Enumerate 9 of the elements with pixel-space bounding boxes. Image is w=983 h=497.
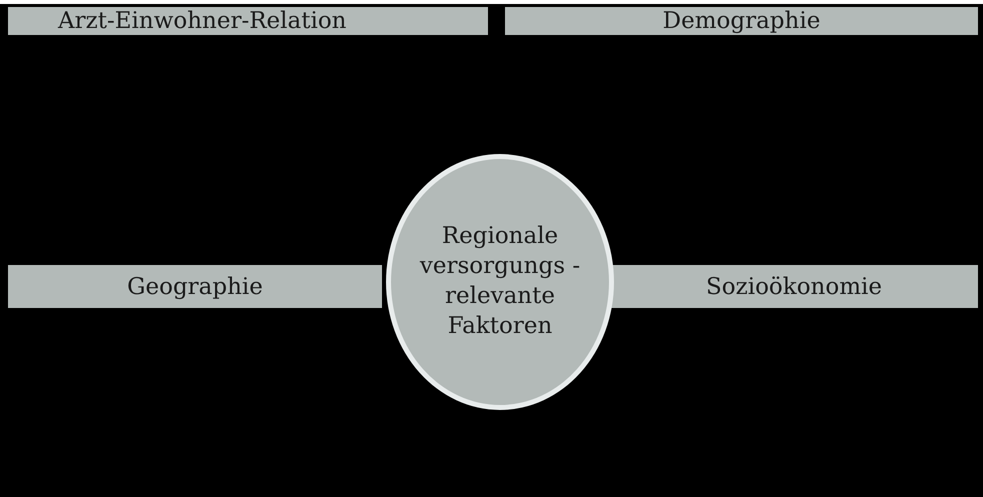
factor-label: Geographie bbox=[127, 274, 263, 300]
factor-label: Sozioökonomie bbox=[706, 274, 882, 300]
factor-bar bbox=[8, 7, 488, 35]
factor-label: Demographie bbox=[662, 8, 820, 34]
factor-bar bbox=[610, 265, 978, 308]
factor-bar bbox=[505, 7, 978, 35]
factor-bar bbox=[8, 265, 382, 308]
factor-label: Arzt-Einwohner-Relation bbox=[58, 8, 346, 34]
factor-label: Regionale versorgungs -relevante Faktoren bbox=[418, 222, 582, 341]
